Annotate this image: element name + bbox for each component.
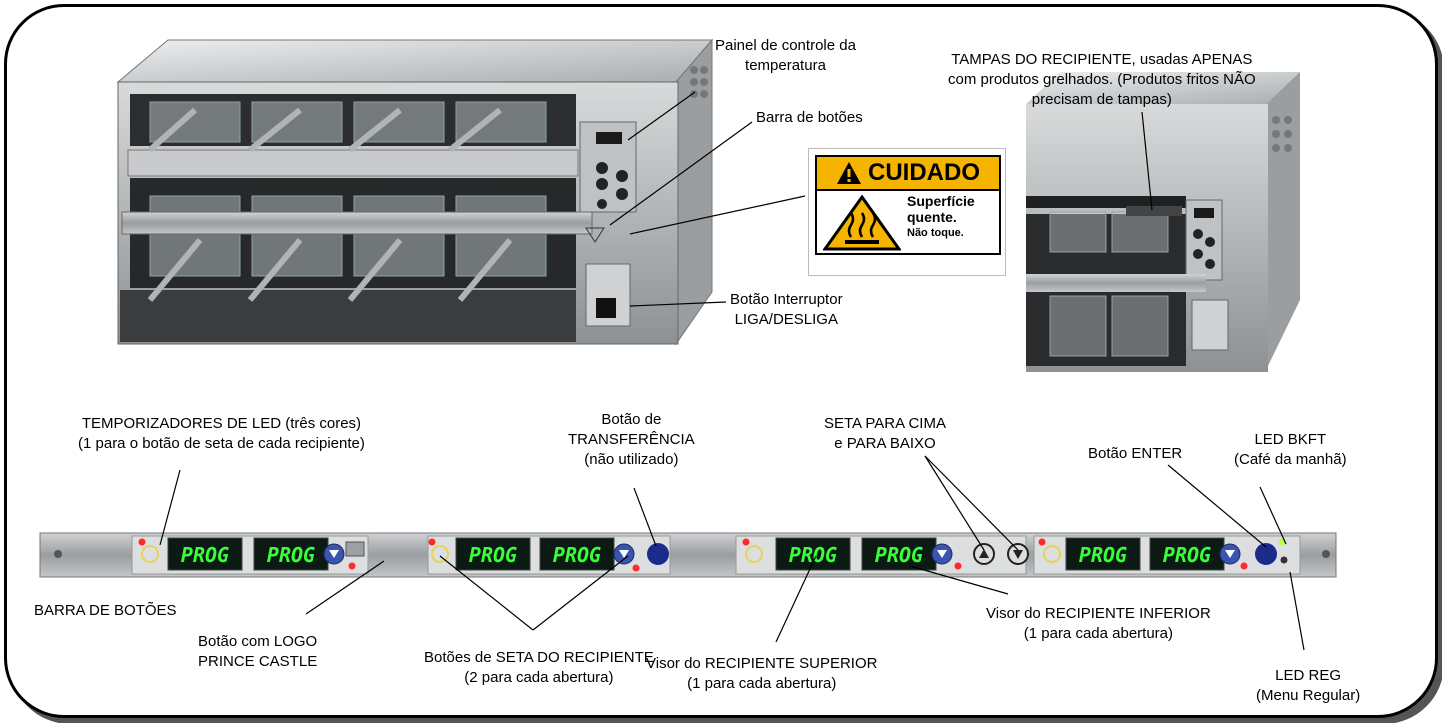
chevron-down-icon	[619, 550, 629, 558]
status-led	[1240, 562, 1248, 570]
label-bkft-led-line1: LED BKFT	[1254, 431, 1327, 448]
display-lower	[1149, 537, 1225, 571]
label-up-down-arrows-line1: SETA PARA CIMA	[824, 415, 946, 432]
enter-button[interactable]	[1255, 543, 1277, 565]
holding-cabinet-with-lids	[1026, 72, 1300, 372]
label-lower-display-line1: Visor do RECIPIENTE INFERIOR	[986, 605, 1211, 622]
label-up-down-arrows-line2: e PARA BAIXO	[834, 435, 936, 452]
status-led	[1038, 538, 1046, 546]
display-upper	[167, 537, 243, 571]
label-led-timers-line2: (1 para o botão de seta de cada recipien…	[78, 435, 365, 452]
label-power-switch: Botão Interruptor LIGA/DESLIGA	[730, 290, 843, 330]
status-led	[742, 538, 750, 546]
status-led	[632, 564, 640, 572]
label-reg-led: LED REG (Menu Regular)	[1256, 666, 1360, 706]
display-upper	[775, 537, 851, 571]
label-enter-button-text: Botão ENTER	[1088, 445, 1183, 462]
display-text: PROG	[469, 543, 517, 567]
led-timer-ring[interactable]	[431, 545, 449, 563]
label-led-timers-line1: TEMPORIZADORES DE LED (três cores)	[81, 415, 362, 432]
display-text: PROG	[875, 543, 923, 567]
holding-cabinet-main	[116, 38, 714, 346]
caution-line2: quente.	[907, 209, 957, 225]
label-container-lids-line3: precisam de tampas)	[1031, 91, 1172, 108]
label-logo-button: Botão com LOGO PRINCE CASTLE	[198, 632, 317, 672]
arrow-up-icon	[979, 549, 989, 558]
prince-castle-logo-button[interactable]	[345, 541, 365, 557]
label-container-lids: TAMPAS DO RECIPIENTE, usadas APENAS com …	[948, 50, 1256, 110]
label-lower-display-line2: (1 para cada abertura)	[1023, 625, 1174, 642]
hot-surface-icon	[823, 195, 901, 251]
label-upper-display-line2: (1 para cada abertura)	[687, 675, 837, 692]
label-enter-button: Botão ENTER	[1088, 444, 1182, 464]
label-led-timers: TEMPORIZADORES DE LED (três cores) (1 pa…	[78, 414, 365, 454]
label-button-bar-top-text: Barra de botões	[756, 109, 863, 126]
display-upper	[455, 537, 531, 571]
led-timer-ring[interactable]	[745, 545, 763, 563]
status-led	[428, 538, 436, 546]
display-text: PROG	[267, 543, 315, 567]
label-upper-display-line1: Visor do RECIPIENTE SUPERIOR	[646, 655, 878, 672]
label-button-bar-top: Barra de botões	[756, 108, 863, 128]
led-timer-ring[interactable]	[1043, 545, 1061, 563]
label-power-switch-line2: LIGA/DESLIGA	[734, 311, 838, 328]
chevron-down-icon	[937, 550, 947, 558]
label-transfer-button-line1: Botão de	[601, 411, 662, 428]
status-led	[348, 562, 356, 570]
label-transfer-button-line2: TRANSFERÊNCIA	[568, 431, 695, 448]
led-timer-ring[interactable]	[141, 545, 159, 563]
caution-line3: Não toque.	[907, 227, 964, 239]
caution-body: Superfície quente. Não toque.	[815, 189, 1001, 255]
display-text: PROG	[181, 543, 229, 567]
label-transfer-button-line3: (não utilizado)	[584, 451, 679, 468]
status-led	[138, 538, 146, 546]
label-logo-button-line1: Botão com LOGO	[198, 633, 318, 650]
transfer-button[interactable]	[647, 543, 669, 565]
label-lower-display: Visor do RECIPIENTE INFERIOR (1 para cad…	[986, 604, 1211, 644]
label-button-bar-bottom: BARRA DE BOTÕES	[34, 601, 177, 621]
warning-triangle-icon	[837, 162, 861, 184]
chevron-down-icon	[329, 550, 339, 558]
label-container-lids-line2: com produtos grelhados. (Produtos fritos…	[948, 71, 1256, 88]
arrow-down-icon	[1013, 550, 1023, 559]
chevron-down-icon	[1225, 550, 1235, 558]
label-temperature-panel-line2: temperatura	[745, 57, 826, 74]
label-up-down-arrows: SETA PARA CIMA e PARA BAIXO	[824, 414, 946, 454]
label-transfer-button: Botão de TRANSFERÊNCIA (não utilizado)	[568, 410, 695, 470]
label-bkft-led: LED BKFT (Café da manhã)	[1234, 430, 1347, 470]
label-bkft-led-line2: (Café da manhã)	[1234, 451, 1347, 468]
label-container-arrow-buttons: Botões de SETA DO RECIPIENTE (2 para cad…	[424, 648, 654, 688]
label-container-arrow-buttons-line1: Botões de SETA DO RECIPIENTE	[424, 649, 654, 666]
display-upper	[1065, 537, 1141, 571]
caution-line1: Superfície	[907, 193, 975, 209]
label-container-lids-line1: TAMPAS DO RECIPIENTE, usadas APENAS	[951, 51, 1253, 68]
label-button-bar-bottom-text: BARRA DE BOTÕES	[34, 602, 177, 619]
display-lower	[253, 537, 329, 571]
display-lower	[539, 537, 615, 571]
display-text: PROG	[553, 543, 601, 567]
label-power-switch-line1: Botão Interruptor	[730, 291, 843, 308]
caution-sign: CUIDADO Superfície quente. Não toque.	[808, 148, 1006, 276]
caution-header: CUIDADO	[815, 155, 1001, 191]
label-temperature-panel-line1: Painel de controle da	[715, 37, 856, 54]
label-container-arrow-buttons-line2: (2 para cada abertura)	[464, 669, 614, 686]
display-text: PROG	[1163, 543, 1211, 567]
caution-text: Superfície quente. Não toque.	[907, 193, 975, 241]
status-led	[954, 562, 962, 570]
caution-title: CUIDADO	[868, 159, 980, 186]
label-temperature-panel: Painel de controle da temperatura	[715, 36, 856, 76]
label-reg-led-line2: (Menu Regular)	[1256, 687, 1361, 704]
label-logo-button-line2: PRINCE CASTLE	[198, 653, 318, 670]
display-text: PROG	[1079, 543, 1127, 567]
label-reg-led-line1: LED REG	[1275, 667, 1342, 684]
status-led	[1280, 556, 1288, 564]
label-upper-display: Visor do RECIPIENTE SUPERIOR (1 para cad…	[646, 654, 877, 694]
leader-lines	[159, 91, 1305, 651]
